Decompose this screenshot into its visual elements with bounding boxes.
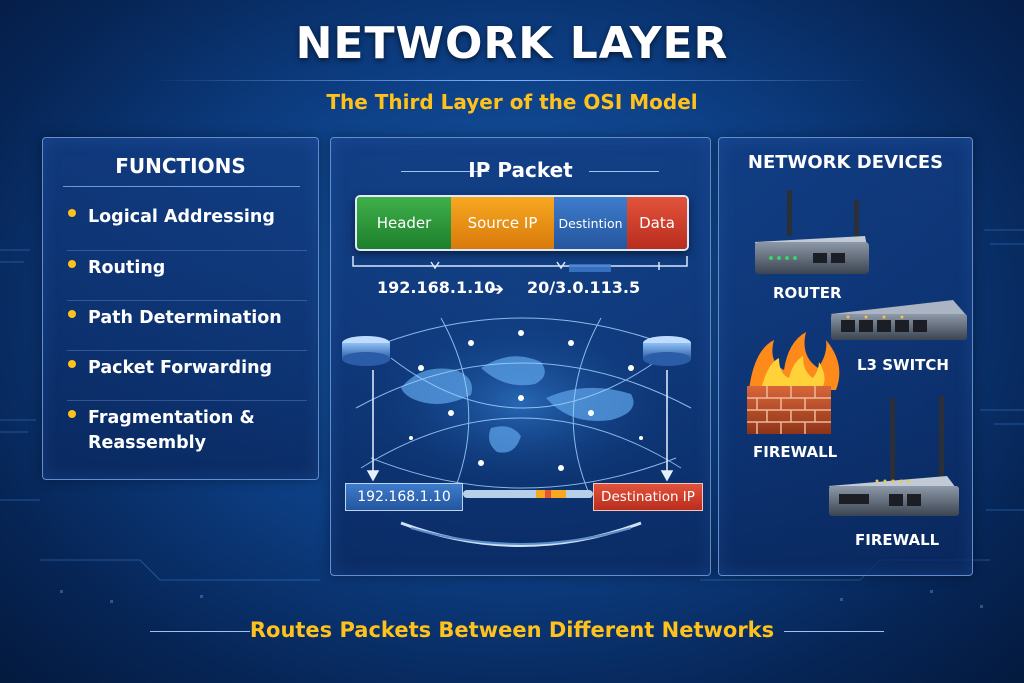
ip-packet-diagram: Header Source IP Destintion Data [355, 195, 689, 251]
network-globe-illustration [342, 256, 692, 547]
destination-address: 20/3.0.113.5 [527, 278, 641, 297]
router-icon [643, 336, 691, 366]
footer-rule-left [150, 631, 250, 632]
function-item: Path Determination [67, 300, 307, 350]
firewall-icon [747, 332, 840, 434]
function-label: Logical Addressing [88, 207, 275, 227]
page-subtitle: The Third Layer of the OSI Model [326, 90, 698, 114]
firewall-device-label: FIREWALL [855, 531, 940, 549]
functions-heading: FUNCTIONS [115, 154, 246, 178]
bullet-icon [68, 260, 76, 268]
heading-rule-right [589, 171, 659, 172]
footer-rule-right [784, 631, 884, 632]
network-devices-panel: NETWORK DEVICES [718, 137, 973, 576]
l3-switch-icon [831, 300, 967, 340]
router-icon [342, 336, 390, 366]
function-item: Packet Forwarding [67, 350, 307, 400]
ip-packet-panel: IP Packet Header Source IP Destintion Da… [330, 137, 711, 576]
title-divider [150, 80, 874, 81]
function-label: Packet Forwarding [88, 358, 273, 378]
footer-caption: Routes Packets Between Different Network… [249, 618, 775, 642]
network-devices-heading: NETWORK DEVICES [747, 152, 944, 173]
bullet-icon [68, 360, 76, 368]
packet-data-segment: Data [627, 197, 687, 249]
packet-source-segment: Source IP [451, 197, 554, 249]
bullet-icon [68, 410, 76, 418]
function-label: Routing [88, 258, 166, 278]
arrow-right-icon: ➔ [489, 279, 505, 300]
l3-switch-label: L3 SWITCH [857, 356, 949, 374]
functions-divider [63, 186, 300, 187]
function-item: Fragmentation & Reassembly [67, 400, 307, 456]
destination-ip-box: Destination IP [593, 483, 703, 511]
heading-rule-left [401, 171, 489, 172]
router-label: ROUTER [773, 284, 842, 302]
page-title: NETWORK LAYER [295, 18, 729, 69]
function-item: Routing [67, 250, 307, 300]
wireless-router-icon [829, 396, 959, 516]
firewall-label: FIREWALL [753, 443, 838, 461]
packet-header-segment: Header [357, 197, 451, 249]
functions-panel: FUNCTIONS Logical Addressing Routing Pat… [42, 137, 319, 480]
functions-list: Logical Addressing Routing Path Determin… [67, 200, 307, 456]
function-label: Fragmentation & Reassembly [88, 408, 255, 453]
bullet-icon [68, 310, 76, 318]
ip-packet-heading: IP Packet [468, 158, 573, 182]
packet-destination-segment: Destintion [554, 197, 627, 249]
source-ip-box: 192.168.1.10 [345, 483, 463, 511]
bullet-icon [68, 209, 76, 217]
function-label: Path Determination [88, 308, 282, 328]
router-icon [755, 190, 869, 274]
devices-illustration [747, 190, 967, 516]
function-item: Logical Addressing [67, 200, 307, 250]
source-address: 192.168.1.10 [377, 278, 496, 297]
